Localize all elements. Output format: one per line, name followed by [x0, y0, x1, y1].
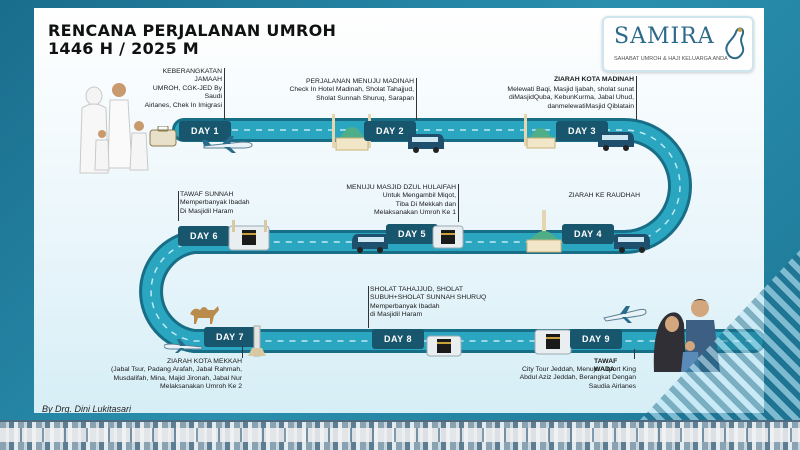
day6-badge[interactable]: DAY 6	[178, 226, 231, 246]
day6-note: TAWAF SUNNAH Memperbanyak Ibadah Di Masj…	[180, 191, 250, 215]
day2-badge[interactable]: DAY 2	[364, 121, 417, 141]
decorative-border	[0, 420, 800, 450]
kaaba-icon	[534, 329, 572, 355]
day3-connector	[636, 76, 637, 120]
day9-badge[interactable]: DAY 9	[570, 329, 623, 349]
day5-badge[interactable]: DAY 5	[386, 224, 439, 244]
day6-connector	[178, 191, 179, 221]
title-line-1: RENCANA PERJALANAN UMROH	[48, 21, 337, 40]
kaaba-icon	[228, 220, 270, 251]
day1-note: KEBERANGKATAN JAMAAH UMROH, CGK-JED By S…	[144, 68, 222, 109]
bus-icon	[614, 234, 650, 253]
title-line-2: 1446 H / 2025 M	[48, 39, 199, 58]
tower-icon	[248, 325, 266, 357]
logo-name: SAMIRA	[614, 24, 715, 49]
day1-connector	[224, 68, 225, 120]
camel-icon	[190, 306, 219, 324]
day9-note: City Tour Jeddah, Menuju Airport King Ab…	[519, 366, 636, 390]
day8-connector	[368, 286, 369, 328]
airplane-icon	[202, 136, 253, 153]
day5-connector	[458, 184, 459, 222]
day2-note: PERJALANAN MENUJU MADINAH Check In Hotel…	[289, 78, 414, 102]
page-title: RENCANA PERJALANAN UMROH 1446 H / 2025 M	[48, 22, 336, 58]
brand-logo: SAMIRA SAHABAT UMROH & HAJI KELUARGA AND…	[602, 16, 754, 72]
day7-badge[interactable]: DAY 7	[204, 327, 257, 347]
bus-icon	[352, 234, 388, 253]
day3-note: Melewati Baqi, Masjid Ijabah, sholat sun…	[507, 86, 634, 110]
day3-badge[interactable]: DAY 3	[556, 121, 609, 141]
day7-note: ZIARAH KOTA MEKKAH (Jabal Tsur, Padang A…	[111, 358, 242, 391]
decorative-band	[0, 428, 800, 442]
pilgrim-family-icon	[79, 83, 149, 174]
day3-title: ZIARAH KOTA MADINAH	[553, 76, 634, 83]
mosque-icon	[524, 114, 556, 149]
logo-mark-icon	[725, 27, 745, 60]
day5-note: MENUJU MASJID DZUL HULAIFAH Untuk Mengam…	[346, 184, 456, 217]
credit-text: By Drg. Dini Lukitasari	[42, 404, 132, 413]
day7-connector	[242, 346, 243, 358]
kaaba-icon	[432, 225, 464, 249]
airplane-icon	[603, 306, 647, 323]
day8-note: SHOLAT TAHAJJUD, SHOLAT SUBUH+SHOLAT SUN…	[370, 286, 487, 319]
day8-badge[interactable]: DAY 8	[372, 329, 425, 349]
day2-connector	[416, 78, 417, 120]
logo-tagline: SAHABAT UMROH & HAJI KELUARGA ANDA	[614, 56, 728, 62]
kaaba-icon	[426, 335, 462, 357]
day9-title: TAWAF WADA	[594, 358, 618, 374]
day1-badge[interactable]: DAY 1	[179, 121, 232, 141]
day4-badge[interactable]: DAY 4	[562, 224, 615, 244]
day9-connector	[634, 349, 635, 359]
airplane-icon	[164, 339, 203, 353]
bus-icon	[408, 134, 444, 153]
bus-icon	[598, 132, 634, 151]
itinerary-panel: RENCANA PERJALANAN UMROH 1446 H / 2025 M…	[34, 8, 764, 413]
mosque-icon	[526, 210, 562, 253]
luggage-icon	[149, 126, 177, 147]
day4-note: ZIARAH KE RAUDHAH	[568, 192, 640, 199]
